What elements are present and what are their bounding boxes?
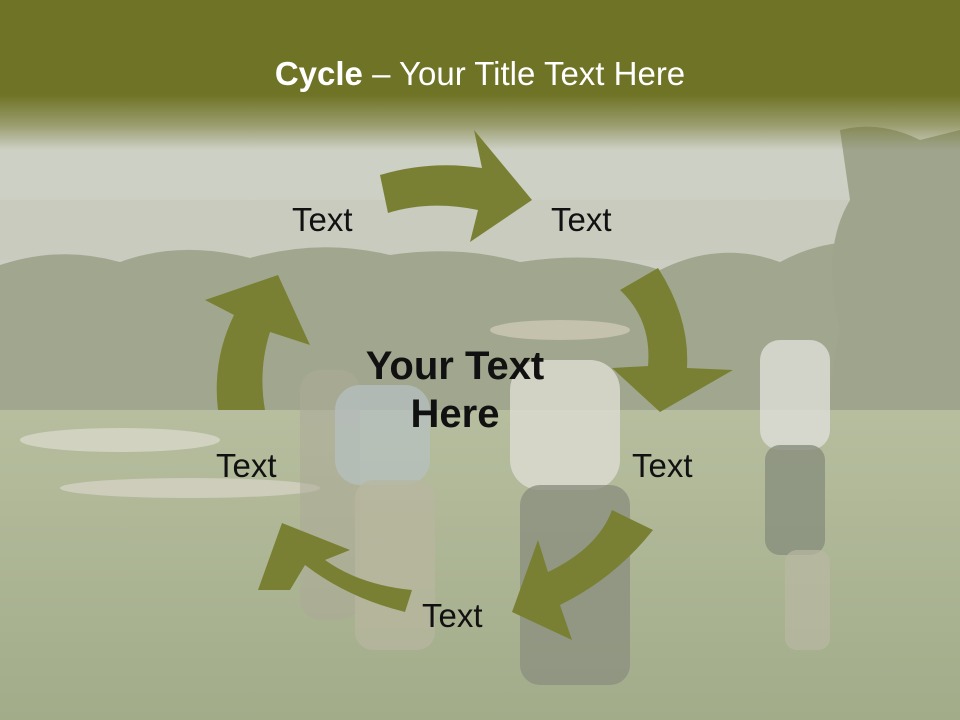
cycle-arrow-4 bbox=[258, 523, 412, 612]
node-label-bottom: Text bbox=[422, 597, 483, 634]
node-label-left: Text bbox=[216, 447, 277, 484]
center-text-line-1: Your Text bbox=[365, 344, 545, 388]
title-rest: – Your Title Text Here bbox=[362, 55, 686, 92]
title-bold: Cycle bbox=[274, 55, 363, 92]
node-label-top-right: Text bbox=[551, 201, 612, 238]
center-text-line-2: Here bbox=[410, 392, 500, 436]
node-label-top-left: Text bbox=[292, 201, 353, 238]
node-label-right: Text bbox=[632, 447, 693, 484]
center-text: Your Text Here bbox=[330, 342, 580, 438]
cycle-arrow-2 bbox=[612, 268, 733, 412]
cycle-arrow-3 bbox=[512, 510, 653, 640]
cycle-arrow-1 bbox=[380, 130, 532, 242]
cycle-arrow-5 bbox=[205, 275, 310, 410]
title-bar bbox=[0, 0, 960, 150]
slide-title: Cycle – Your Title Text Here bbox=[0, 50, 960, 98]
